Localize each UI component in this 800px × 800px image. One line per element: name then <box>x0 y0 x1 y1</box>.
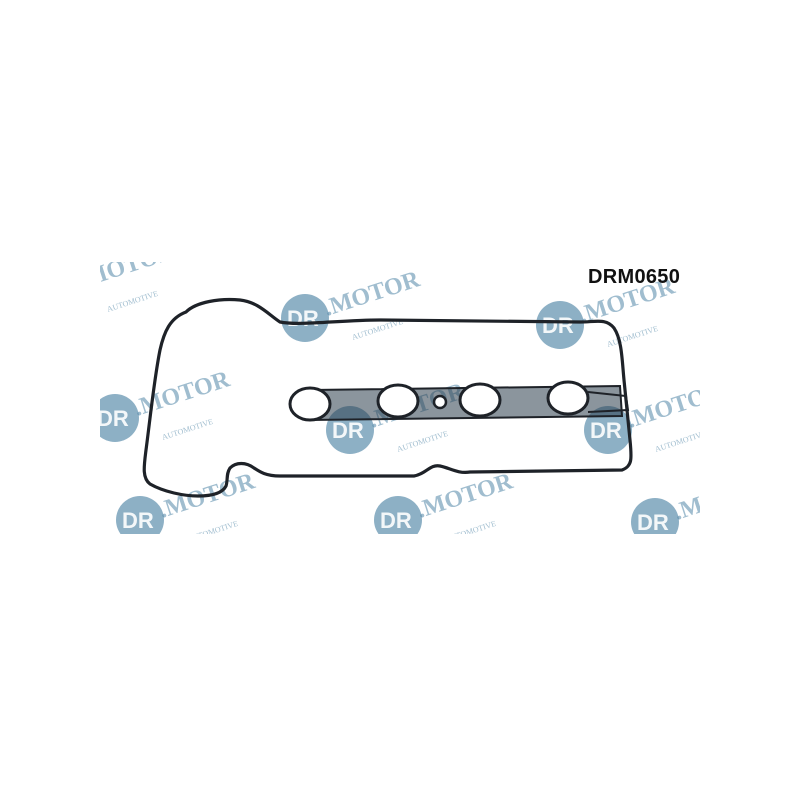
part-code-label: DRM0650 <box>588 266 681 288</box>
outer-gasket <box>142 297 633 498</box>
plug-seal-strip <box>288 380 630 422</box>
